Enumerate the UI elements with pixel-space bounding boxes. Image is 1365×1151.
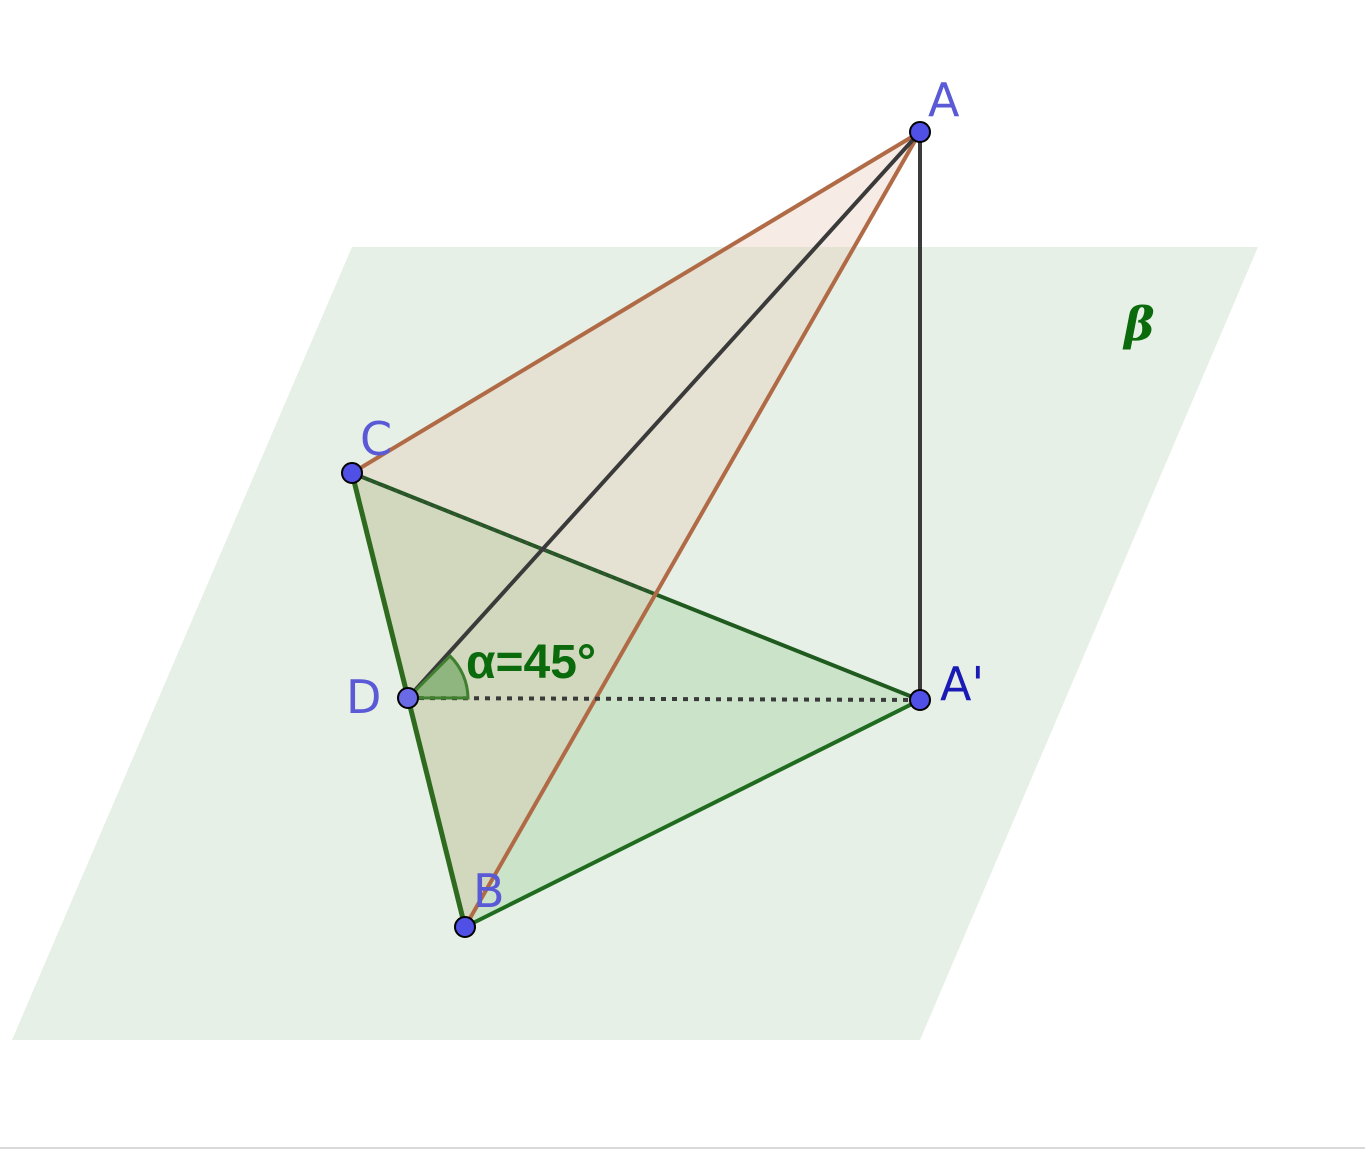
label-c: C: [360, 412, 392, 466]
bottom-divider: [0, 1147, 1365, 1149]
edge-ac: [350, 130, 922, 475]
label-a: A: [928, 73, 960, 127]
face-acb: [352, 132, 920, 927]
angle-sector-d: [404, 653, 470, 700]
point-c[interactable]: [341, 462, 363, 484]
point-a-prime[interactable]: [909, 689, 931, 711]
edge-b-aprime: [464, 698, 921, 929]
label-b: B: [473, 864, 505, 918]
label-a-prime: A': [940, 657, 984, 711]
label-d: D: [346, 670, 381, 724]
edge-ad: [406, 130, 922, 700]
point-a[interactable]: [909, 121, 931, 143]
segment-d-aprime-dotted: [407, 696, 921, 702]
base-triangle-bca: [352, 473, 920, 927]
point-d[interactable]: [397, 687, 419, 709]
label-plane-beta: β: [1122, 297, 1155, 351]
edge-ab: [463, 131, 922, 928]
label-angle-alpha: α=45°: [466, 636, 596, 689]
point-b[interactable]: [454, 916, 476, 938]
